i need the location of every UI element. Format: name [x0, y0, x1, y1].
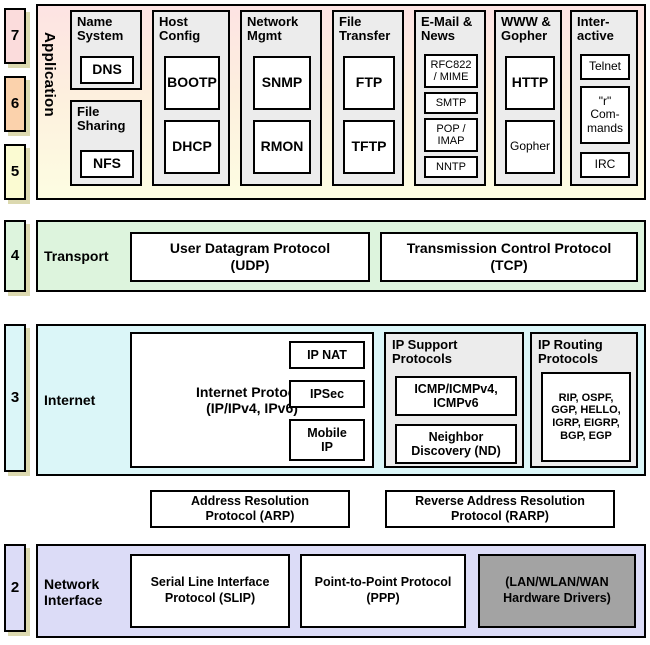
- protocol-icmp: ICMP/ICMPv4, ICMPv6: [395, 376, 517, 416]
- protocol-http: HTTP: [505, 56, 555, 110]
- group-interactive-title: Inter- active: [577, 14, 614, 44]
- hardware-drivers-box: (LAN/WLAN/WAN Hardware Drivers): [478, 554, 636, 628]
- protocol-irc: IRC: [580, 152, 630, 178]
- protocol-telnet: Telnet: [580, 54, 630, 80]
- protocol-pop-imap: POP / IMAP: [424, 118, 478, 152]
- protocol-rmon: RMON: [253, 120, 311, 174]
- layer-2-number: 2: [4, 544, 26, 632]
- layer-7-number: 7: [4, 8, 26, 64]
- transport-layer-label: Transport: [44, 248, 109, 264]
- group-file-sharing: File Sharing NFS: [70, 100, 142, 186]
- protocol-tftp: TFTP: [343, 120, 395, 174]
- application-layer-label: Application: [41, 32, 58, 117]
- internet-layer-label: Internet: [44, 392, 96, 408]
- protocol-r-commands: "r" Com- mands: [580, 86, 630, 144]
- group-ip-support-protocols: IP Support Protocols ICMP/ICMPv4, ICMPv6…: [384, 332, 524, 468]
- layer-3-number: 3: [4, 324, 26, 472]
- protocol-ipsec: IPSec: [289, 380, 365, 408]
- group-network-mgmt: Network Mgmt SNMP RMON: [240, 10, 322, 186]
- group-network-mgmt-title: Network Mgmt: [247, 14, 299, 44]
- group-file-sharing-title: File Sharing: [77, 104, 126, 134]
- protocol-gopher: Gopher: [505, 120, 555, 174]
- group-email-news-title: E-Mail & News: [421, 14, 473, 44]
- group-host-config: Host Config BOOTP DHCP: [152, 10, 230, 186]
- group-interactive: Inter- active Telnet "r" Com- mands IRC: [570, 10, 638, 186]
- group-email-news: E-Mail & News RFC822 / MIME SMTP POP / I…: [414, 10, 486, 186]
- protocol-arp: Address Resolution Protocol (ARP): [150, 490, 350, 528]
- protocol-udp: User Datagram Protocol (UDP): [130, 232, 370, 282]
- protocol-rarp: Reverse Address Resolution Protocol (RAR…: [385, 490, 615, 528]
- protocol-ip-nat: IP NAT: [289, 341, 365, 369]
- protocol-bootp: BOOTP: [164, 56, 220, 110]
- protocol-dhcp: DHCP: [164, 120, 220, 174]
- protocol-tcp: Transmission Control Protocol (TCP): [380, 232, 638, 282]
- group-file-transfer-title: File Transfer: [339, 14, 391, 44]
- protocol-mobile-ip: Mobile IP: [289, 419, 365, 461]
- group-ip-routing-protocols-title: IP Routing Protocols: [538, 337, 603, 367]
- protocol-neighbor-discovery: Neighbor Discovery (ND): [395, 424, 517, 464]
- group-name-system: Name System DNS: [70, 10, 142, 90]
- protocol-nfs: NFS: [80, 150, 134, 178]
- group-file-transfer: File Transfer FTP TFTP: [332, 10, 404, 186]
- protocol-ftp: FTP: [343, 56, 395, 110]
- layer-4-number: 4: [4, 220, 26, 292]
- layer-6-number: 6: [4, 76, 26, 132]
- group-host-config-title: Host Config: [159, 14, 201, 44]
- group-www-gopher: WWW & Gopher HTTP Gopher: [494, 10, 562, 186]
- protocol-ppp: Point-to-Point Protocol (PPP): [300, 554, 466, 628]
- network-interface-layer-label: Network Interface: [44, 576, 103, 609]
- protocol-dns: DNS: [80, 56, 134, 84]
- protocol-nntp: NNTP: [424, 156, 478, 178]
- group-ip-routing-protocols: IP Routing Protocols RIP, OSPF, GGP, HEL…: [530, 332, 638, 468]
- protocol-smtp: SMTP: [424, 92, 478, 114]
- group-www-gopher-title: WWW & Gopher: [501, 14, 551, 44]
- group-ip-support-protocols-title: IP Support Protocols: [392, 337, 458, 367]
- protocol-routing-list: RIP, OSPF, GGP, HELLO, IGRP, EIGRP, BGP,…: [541, 372, 631, 462]
- layer-5-number: 5: [4, 144, 26, 200]
- protocol-snmp: SNMP: [253, 56, 311, 110]
- protocol-slip: Serial Line Interface Protocol (SLIP): [130, 554, 290, 628]
- group-name-system-title: Name System: [77, 14, 124, 44]
- protocol-rfc822-mime: RFC822 / MIME: [424, 54, 478, 88]
